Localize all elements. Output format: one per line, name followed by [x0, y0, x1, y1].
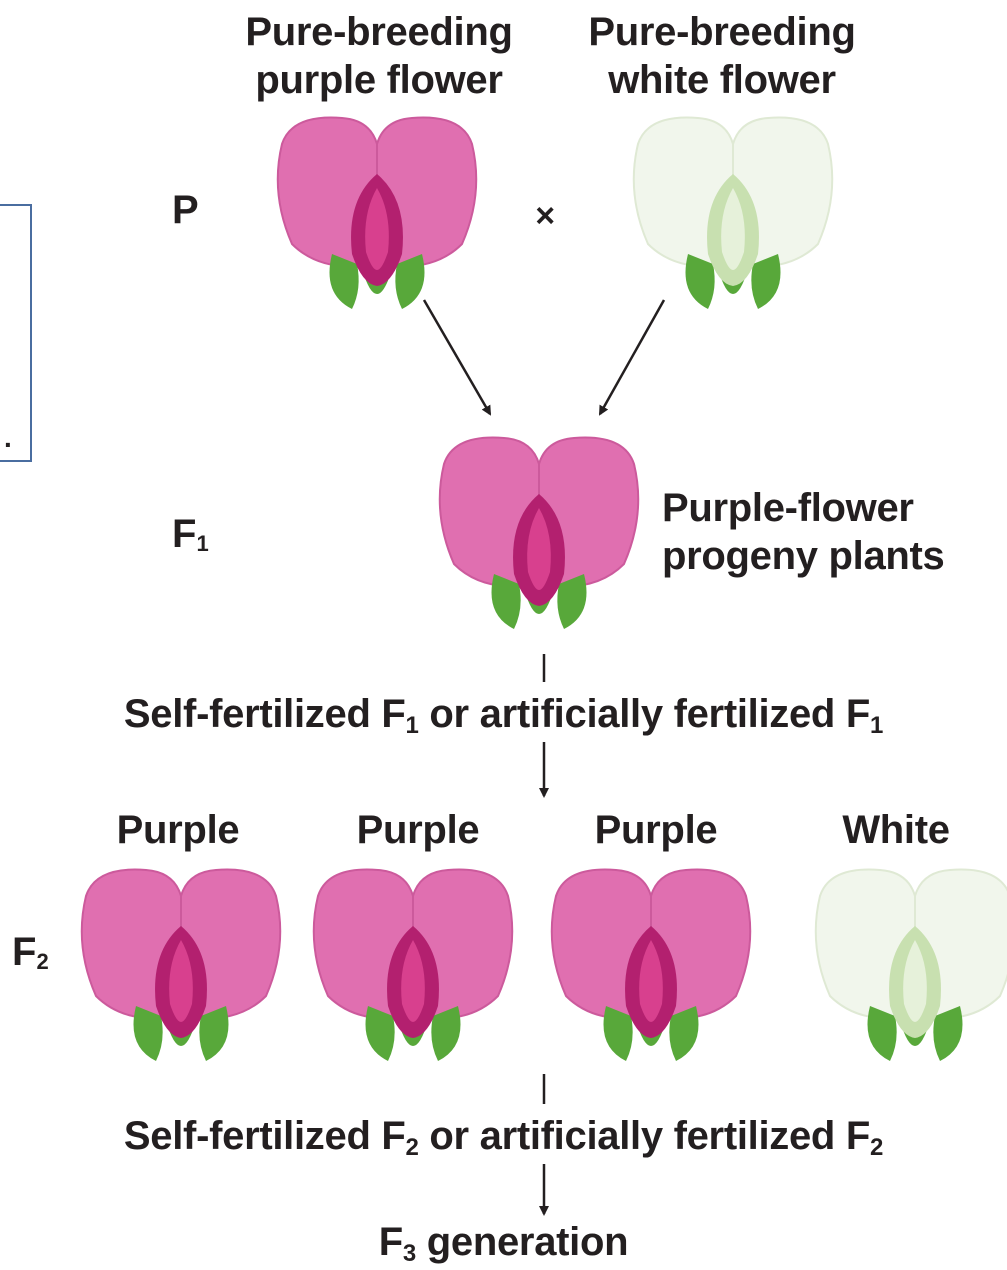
flower-f2-purple-3: [536, 856, 766, 1081]
flower-f2-purple-2: [298, 856, 528, 1081]
flower-parent-purple: [262, 104, 492, 329]
flower-f1-purple: [424, 424, 654, 649]
flower-f2-white: [800, 856, 1007, 1081]
flower-f2-purple-1: [66, 856, 296, 1081]
flower-parent-white: [618, 104, 848, 329]
